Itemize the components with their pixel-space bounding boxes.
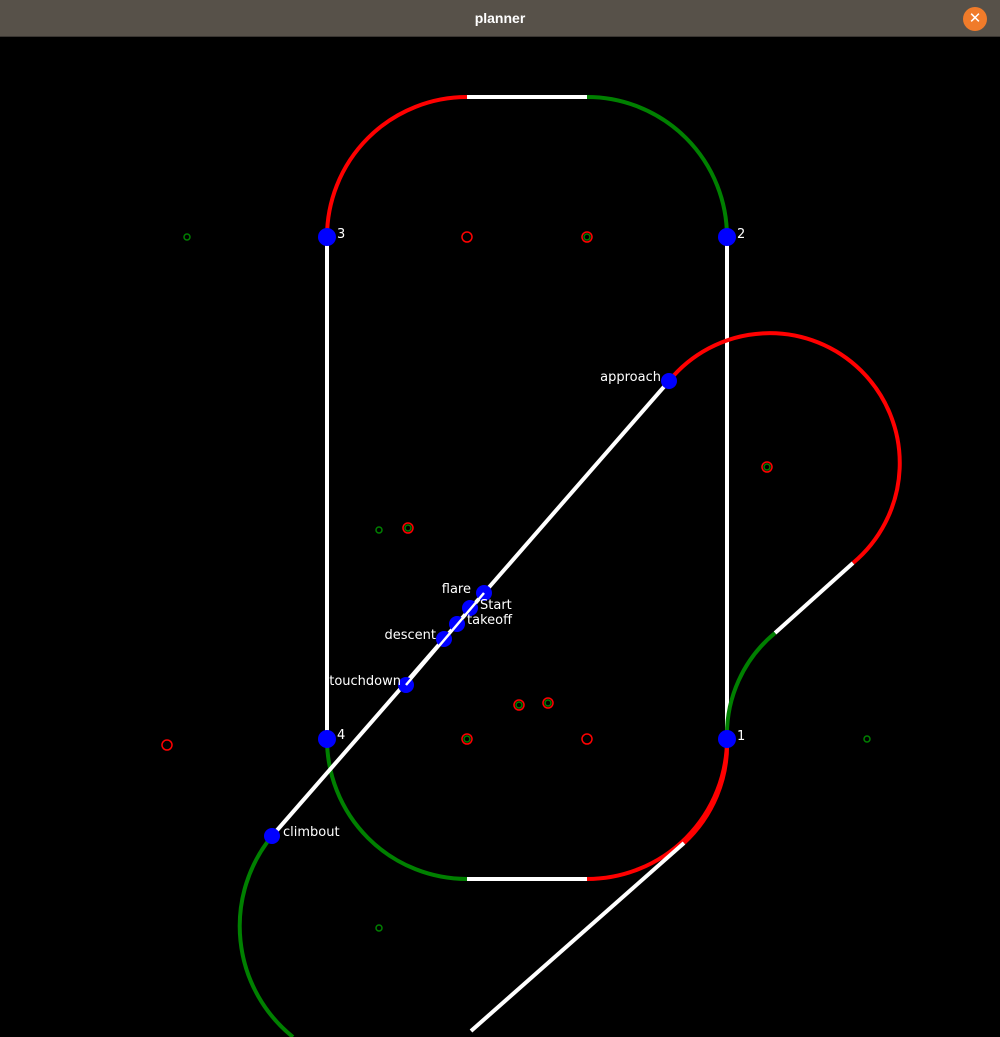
waypoint-3-marker[interactable] [318,228,336,246]
turn-center-marker [583,233,591,241]
turn-center-marker [161,739,173,751]
turn-center-marker [463,735,471,743]
descent-label: descent [384,628,436,643]
turn-center-marker [515,701,523,709]
waypoint-4-label: 4 [337,728,345,743]
turn-center-marker [761,461,773,473]
approach-marker[interactable] [661,373,677,389]
entry-turn [724,631,777,740]
racetrack-top-right-turn [586,95,729,238]
turn-center-marker [461,231,473,243]
approach-turn [667,331,902,565]
approach-label: approach [600,370,661,385]
path-plot: 3 2 1 4 approach flare Start takeoff des… [161,95,902,1037]
racetrack-bottom-left-turn [325,738,468,881]
racetrack-bottom-right-turn [586,738,729,881]
waypoint-labels: 3 2 1 4 approach flare Start takeoff des… [283,227,745,840]
turn-center-marker [863,735,871,743]
turn-center-marker [461,733,473,745]
racetrack-pattern [325,95,729,881]
window-title: planner [474,10,526,26]
climbout-turn [237,834,295,1037]
waypoint-3-label: 3 [337,227,345,242]
waypoint-2-marker[interactable] [718,228,736,246]
turn-center-marker [183,233,191,241]
close-button[interactable]: ✕ [963,7,987,31]
waypoint-1-marker[interactable] [718,730,736,748]
touchdown-label: touchdown [329,674,401,689]
crossover-line [773,561,855,635]
departure-line [469,841,686,1033]
start-label: Start [480,598,512,613]
waypoint-2-label: 2 [737,227,745,242]
takeoff-label: takeoff [467,613,513,628]
racetrack-top-left-turn [325,95,468,238]
exit-turn [682,738,730,845]
turn-centers [161,231,871,932]
turn-center-marker [404,524,412,532]
turn-center-marker [581,733,593,745]
turn-center-marker [513,699,525,711]
waypoint-4-marker[interactable] [318,730,336,748]
turn-center-marker [402,522,414,534]
turn-center-marker [375,924,383,932]
waypoint-1-label: 1 [737,729,745,744]
close-icon: ✕ [968,10,982,27]
turn-center-marker [375,526,383,534]
climbout-marker[interactable] [264,828,280,844]
planner-canvas[interactable]: 3 2 1 4 approach flare Start takeoff des… [0,37,1000,1037]
runway-centerline [405,592,485,686]
turn-center-marker [581,231,593,243]
climbout-label: climbout [283,825,340,840]
waypoints [264,228,736,844]
turn-center-marker [544,699,552,707]
flare-label: flare [442,582,471,597]
title-bar: planner ✕ [0,0,1000,37]
turn-center-marker [542,697,554,709]
turn-center-marker [763,463,771,471]
